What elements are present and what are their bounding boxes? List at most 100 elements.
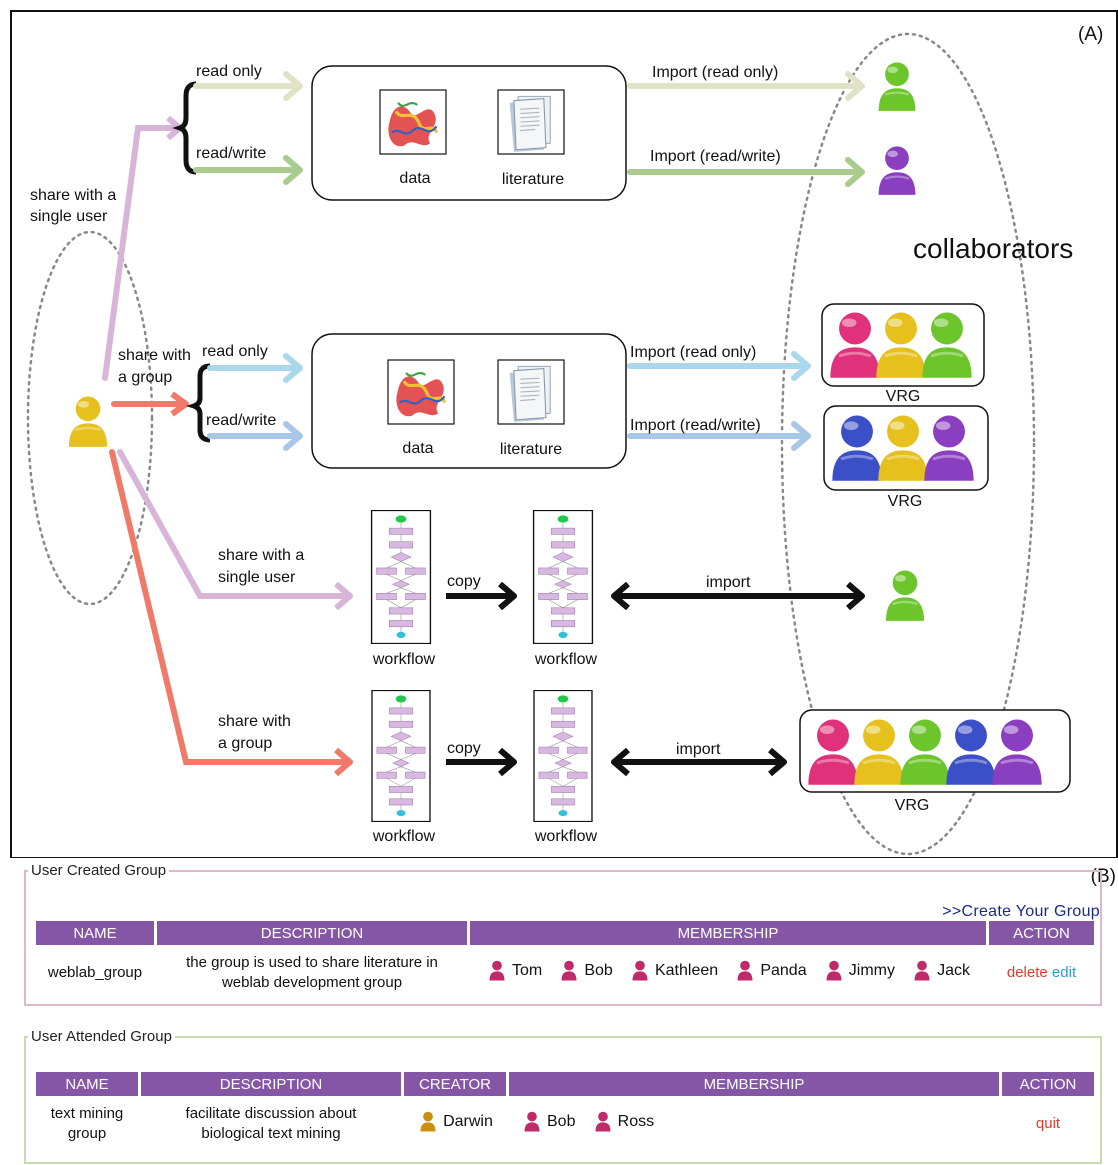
share-single-user-arrow-top (102, 125, 179, 381)
import-read-write-arrow-group (627, 421, 811, 451)
panel-a-diagram: (A) collaborators share with a single us… (10, 10, 1118, 858)
vrg-label-2: VRG (888, 493, 923, 510)
literature-frame-group (497, 359, 565, 425)
workflow-label-1b: workflow (534, 651, 598, 668)
member-name: Ross (617, 1113, 655, 1130)
member-person-icon (561, 960, 577, 981)
panel-b-label: (B) (1090, 866, 1116, 887)
member[interactable]: Tom (486, 959, 542, 981)
member-person-icon (914, 960, 930, 981)
workflow-diagram-1a (370, 510, 432, 644)
member-person-icon (595, 1111, 611, 1132)
membership-cell: Bob Ross (509, 1096, 999, 1152)
collaborator-purple-icon (877, 145, 917, 196)
share-single-user-wf-label-1: share with a (218, 547, 304, 564)
share-group-wf-label-1: share with (218, 713, 291, 730)
import-read-only-arrow-group (627, 351, 811, 381)
member-person-icon (826, 960, 842, 981)
protein-frame-group (387, 359, 455, 425)
workflow-diagram-2a (371, 690, 431, 822)
creator-person-icon (420, 1111, 436, 1132)
share-single-user-label-2: single user (30, 208, 108, 225)
col-description-header: DESCRIPTION (141, 1072, 401, 1096)
member[interactable]: Bob (558, 959, 613, 981)
member[interactable]: Panda (734, 959, 807, 981)
member[interactable]: Bob (521, 1110, 575, 1132)
member-person-icon (632, 960, 648, 981)
import-read-only-arrow-top (627, 71, 865, 101)
member[interactable]: Jack (911, 959, 970, 981)
col-name-header: NAME (36, 1072, 138, 1096)
brace-top (172, 81, 197, 175)
share-group-arrow-workflow (109, 449, 349, 765)
collaborators-ellipse (780, 32, 1036, 856)
col-action-header: ACTION (989, 921, 1094, 945)
import-read-write-label-group: Import (read/write) (630, 417, 761, 434)
workflow-label-2a: workflow (372, 828, 436, 845)
member[interactable]: Kathleen (629, 959, 718, 981)
table-row: weblab_group the group is used to share … (36, 945, 1094, 1001)
created-group-table: NAME DESCRIPTION MEMBERSHIP ACTION webla… (33, 921, 1097, 1001)
member[interactable]: Jimmy (823, 959, 895, 981)
member-name: Tom (511, 962, 543, 979)
data-label-top: data (399, 170, 430, 187)
quit-link[interactable]: quit (1035, 1115, 1061, 1132)
panel-a-label: (A) (1078, 24, 1103, 45)
delete-link[interactable]: delete (1006, 964, 1048, 981)
member-person-icon (737, 960, 753, 981)
arrowhead-group (170, 391, 189, 417)
read-only-label-top: read only (196, 63, 262, 80)
collaborators-label: collaborators (913, 233, 1073, 264)
workflow-diagram-2b (533, 690, 593, 822)
member-name: Jack (937, 962, 971, 979)
share-group-label-2: a group (118, 369, 172, 386)
membership-cell: Tom Bob Kathleen Panda Jimmy Jack (470, 945, 986, 1001)
workflow-label-2b: workflow (534, 828, 598, 845)
read-write-arrow-top (193, 155, 303, 185)
copy-arrow-2 (446, 747, 517, 777)
member[interactable]: Ross (592, 1110, 654, 1132)
arrowhead-wf2 (334, 747, 353, 777)
action-cell: quit (1002, 1096, 1094, 1152)
col-membership-header: MEMBERSHIP (509, 1072, 999, 1096)
read-write-label-group: read/write (206, 412, 276, 429)
table-row: text mining group facilitate discussion … (36, 1096, 1094, 1152)
member-name: Bob (547, 1113, 576, 1130)
member-name: Jimmy (848, 962, 895, 979)
vrg-label-1: VRG (886, 388, 921, 405)
copy-label-2: copy (447, 740, 481, 757)
read-write-label-top: read/write (196, 145, 266, 162)
col-membership-header: MEMBERSHIP (470, 921, 986, 945)
attended-group-table: NAME DESCRIPTION CREATOR MEMBERSHIP ACTI… (33, 1072, 1097, 1152)
copy-arrow-1 (446, 581, 517, 611)
member-name: Kathleen (654, 962, 719, 979)
member-person-icon (489, 960, 505, 981)
collaborator-green-wf-icon (884, 569, 926, 622)
literature-icon-top (498, 90, 564, 154)
creator[interactable]: Darwin (417, 1110, 493, 1132)
member-person-icon (524, 1111, 540, 1132)
user-created-group-legend: User Created Group (31, 862, 167, 879)
share-group-label-1: share with (118, 347, 191, 364)
col-action-header: ACTION (1002, 1072, 1094, 1096)
read-only-arrow-group (207, 353, 303, 383)
col-name-header: NAME (36, 921, 154, 945)
import-read-only-label-top: Import (read only) (652, 64, 778, 81)
resource-box-top (311, 65, 627, 201)
owner-ellipse (26, 230, 154, 606)
create-group-link[interactable]: >>Create Your Group (942, 903, 1100, 920)
data-label-group: data (402, 440, 433, 457)
user-attended-group-section: User Attended Group NAME DESCRIPTION CRE… (24, 1028, 1102, 1164)
protein-frame-top (379, 89, 447, 155)
group-name: weblab_group (47, 964, 143, 981)
edit-link[interactable]: edit (1051, 964, 1077, 981)
figure-border (10, 10, 1118, 858)
group-description: the group is used to share literature in… (186, 954, 438, 991)
share-single-user-arrow-workflow (117, 449, 349, 599)
vrg-label-3: VRG (895, 797, 930, 814)
group-name: text mining group (50, 1105, 124, 1142)
protein-data-icon-top (380, 90, 446, 154)
member-name: Panda (760, 962, 807, 979)
read-only-label-group: read only (202, 343, 268, 360)
literature-label-group: literature (500, 441, 562, 458)
